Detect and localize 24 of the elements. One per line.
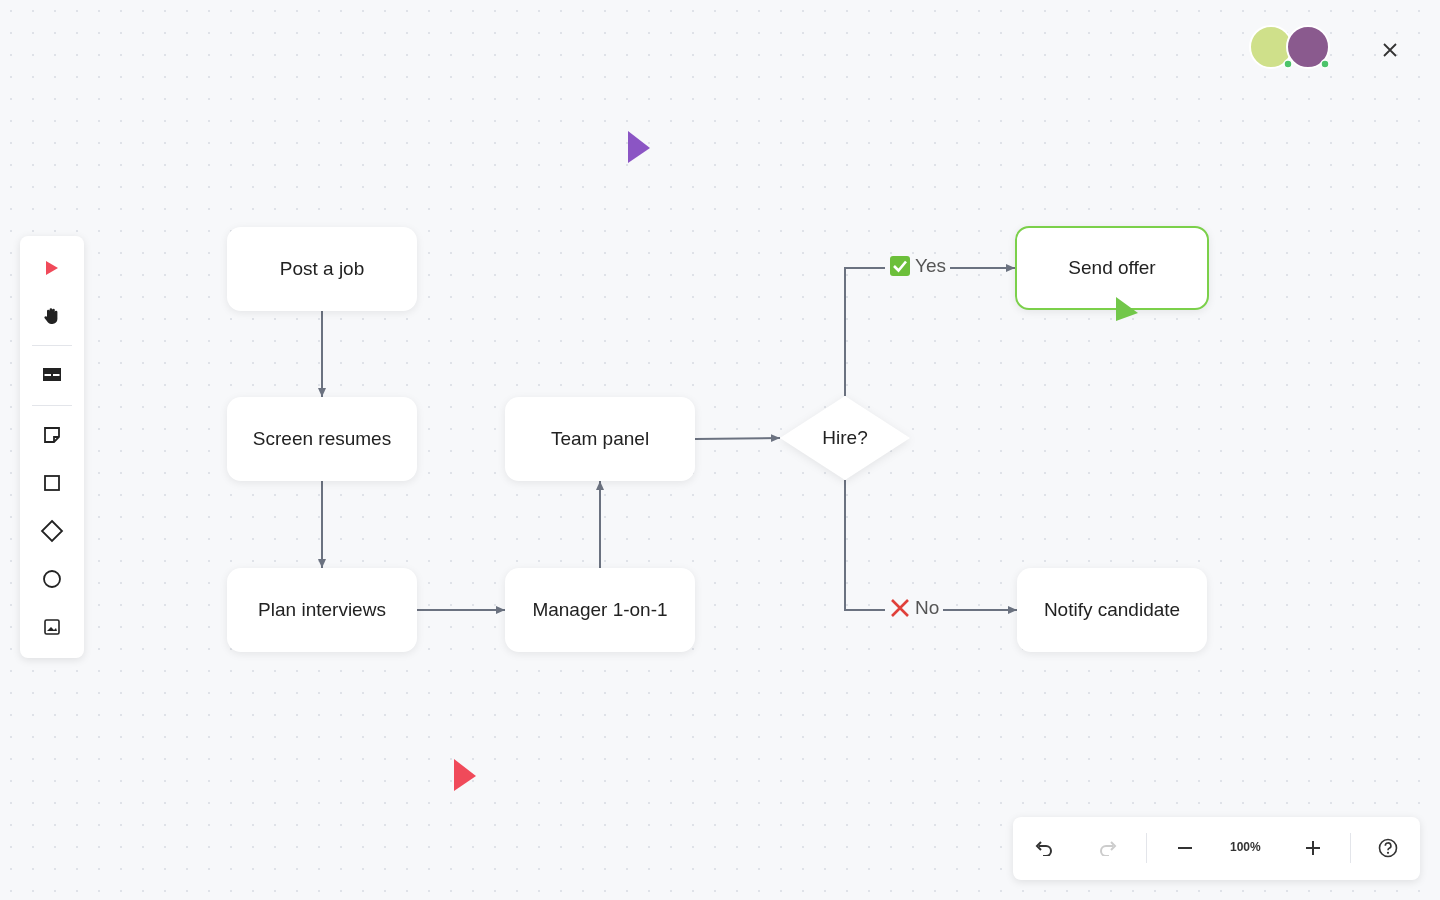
process-box — [227, 227, 417, 311]
node-text: Notify candidate — [1043, 599, 1181, 621]
process-box — [1017, 568, 1207, 652]
arrow — [596, 480, 604, 569]
process-box — [227, 397, 417, 481]
zoom-level: 100% — [1230, 840, 1261, 854]
node-text: Manager 1-on-1 — [532, 599, 668, 621]
edge-label: Yes — [915, 255, 946, 277]
decision-diamond — [780, 396, 910, 480]
node-text: Send offer — [1068, 257, 1156, 279]
process-box — [505, 568, 695, 652]
arrow — [694, 434, 781, 443]
arrow — [318, 310, 326, 398]
arrow — [416, 606, 506, 614]
node-text: Post a job — [279, 258, 365, 280]
process-box — [505, 397, 695, 481]
edge-label: No — [915, 597, 940, 619]
process-box — [1015, 226, 1209, 310]
process-box — [227, 568, 417, 652]
node-text: Hire? — [822, 427, 868, 449]
arrow — [318, 480, 326, 569]
node-text: Screen resumes — [252, 428, 392, 450]
node-text: Team panel — [550, 428, 650, 450]
node-text: Plan interviews — [258, 599, 386, 621]
